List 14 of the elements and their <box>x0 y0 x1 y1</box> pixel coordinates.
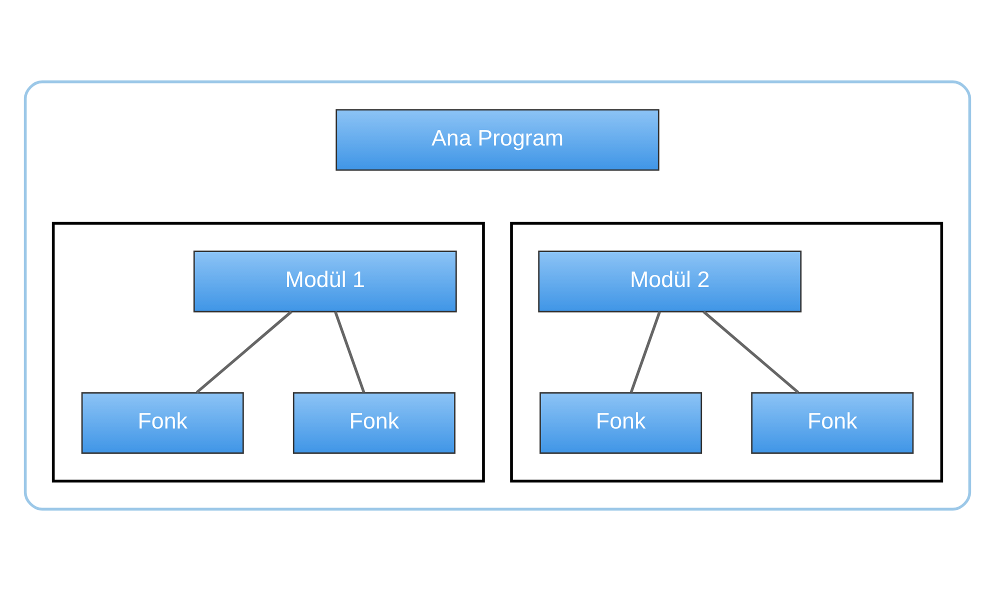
connector <box>334 310 366 392</box>
cluster <box>510 221 944 482</box>
connector <box>196 310 292 393</box>
connector <box>630 310 662 392</box>
cluster <box>52 221 485 482</box>
node-box: Ana Program <box>336 108 660 170</box>
node-box: Fonk <box>751 392 914 454</box>
connector <box>702 310 800 393</box>
node-box: Fonk <box>540 392 702 454</box>
node-box: Modül 1 <box>193 250 457 312</box>
node-box: Fonk <box>292 392 456 454</box>
cluster <box>24 80 972 510</box>
node-box: Fonk <box>81 392 244 454</box>
node-box: Modül 2 <box>538 250 802 312</box>
